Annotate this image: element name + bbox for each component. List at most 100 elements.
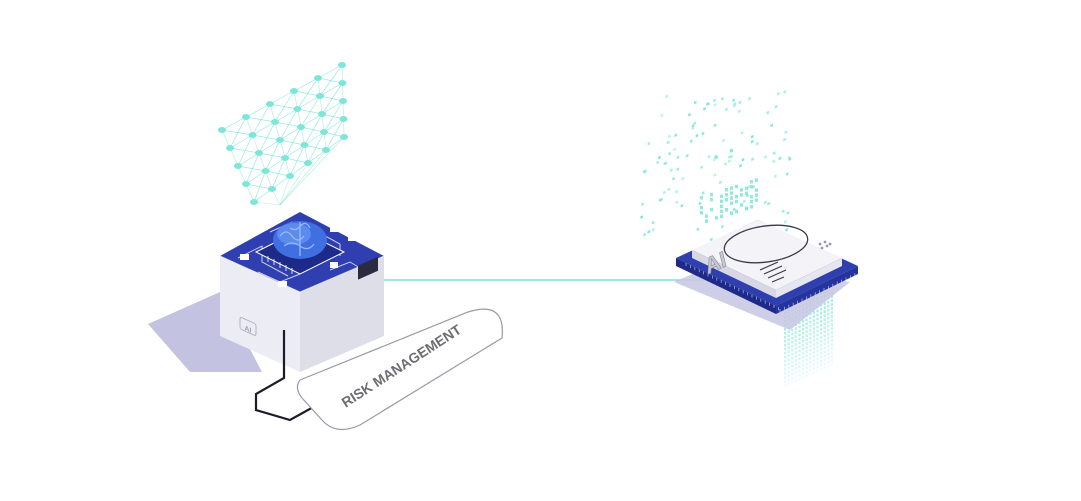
data-particle [672, 177, 675, 181]
data-particle [707, 155, 711, 159]
stream-bit [794, 367, 797, 370]
network-edge [253, 188, 273, 203]
stream-bit [791, 332, 794, 336]
data-particle [730, 191, 733, 195]
stream-bit [812, 351, 815, 354]
stream-bit [794, 355, 797, 358]
stream-bit [830, 319, 833, 322]
stream-bit [820, 308, 823, 311]
stream-bit [802, 360, 805, 363]
data-particle [720, 204, 723, 209]
stream-bit [805, 374, 808, 377]
data-particle [730, 196, 733, 200]
stream-bit [816, 337, 819, 341]
data-particle [755, 141, 759, 146]
stream-bit [830, 351, 833, 354]
data-particle [740, 188, 743, 192]
stream-bit [812, 331, 815, 334]
data-particle [644, 169, 647, 174]
data-particle [713, 173, 717, 177]
stream-bit [820, 324, 823, 327]
ai-server-box: AI [148, 212, 385, 372]
data-particle [713, 98, 716, 103]
stream-bit [809, 340, 812, 344]
stream-bit [820, 312, 823, 315]
data-particle [735, 194, 738, 199]
data-particle [673, 147, 677, 152]
network-edge [279, 149, 327, 206]
stream-bit [827, 308, 830, 312]
network-edge [258, 152, 266, 172]
stream-bit [820, 348, 823, 351]
stream-bit [823, 330, 826, 333]
network-edge [293, 90, 321, 97]
stream-bit [802, 356, 805, 359]
data-particle [705, 219, 708, 223]
network-edge [317, 64, 343, 79]
stream-bit [827, 360, 830, 364]
stream-bit [798, 325, 801, 329]
stream-bit [830, 331, 833, 334]
network-edge [265, 139, 281, 172]
network-edge [269, 90, 295, 105]
stream-bit [809, 336, 812, 340]
network-edge [221, 129, 253, 136]
stream-bit [787, 374, 790, 377]
stream-bit [794, 327, 797, 330]
data-particle [767, 201, 770, 206]
stream-bit [823, 338, 826, 341]
data-particle [763, 200, 767, 205]
data-particle [705, 214, 708, 218]
network-edge [319, 82, 343, 97]
stream-bit [794, 359, 797, 362]
data-particle [663, 161, 667, 166]
stream-bit [784, 328, 787, 331]
stream-bit [802, 332, 805, 335]
network-edge [284, 144, 305, 159]
stream-bit [787, 382, 790, 385]
network-node [286, 173, 294, 179]
stream-bit [784, 376, 787, 379]
data-particle [720, 199, 723, 204]
stream-bit [830, 343, 833, 346]
stream-bit [823, 314, 826, 317]
data-particle [750, 195, 753, 199]
data-particle [651, 220, 655, 225]
stream-bit [809, 348, 812, 352]
stream-bit [787, 370, 790, 373]
stream-bit [784, 372, 787, 375]
stream-bit [805, 330, 808, 333]
power-cable [254, 330, 327, 422]
stream-bit [820, 316, 823, 319]
stream-bit [816, 353, 819, 357]
stream-bit [816, 321, 819, 325]
data-particle [750, 139, 754, 144]
data-particle [647, 229, 651, 234]
network-edge [237, 165, 247, 185]
network-node [340, 134, 348, 140]
data-particle [748, 96, 751, 101]
stream-bit [823, 342, 826, 345]
stream-bit [827, 300, 830, 304]
stream-bit [802, 364, 805, 367]
data-particle [715, 216, 718, 220]
network-edge [297, 77, 319, 110]
stream-bit [823, 326, 826, 329]
data-particle [730, 186, 733, 190]
network-edge [279, 108, 298, 141]
stream-bit [802, 336, 805, 339]
stream-bit [812, 363, 815, 366]
stream-bit [816, 317, 819, 321]
network-edge [300, 113, 323, 128]
network-edge [317, 77, 343, 84]
data-particle [713, 157, 716, 162]
data-particle [755, 193, 758, 197]
stream-bit [809, 356, 812, 360]
stream-bit [827, 352, 830, 356]
stream-bit [798, 353, 801, 357]
stream-bit [812, 315, 815, 318]
data-particle [766, 110, 770, 115]
server-badge-text: AI [244, 323, 251, 335]
stream-bit [830, 347, 833, 350]
stream-bit [830, 359, 833, 362]
